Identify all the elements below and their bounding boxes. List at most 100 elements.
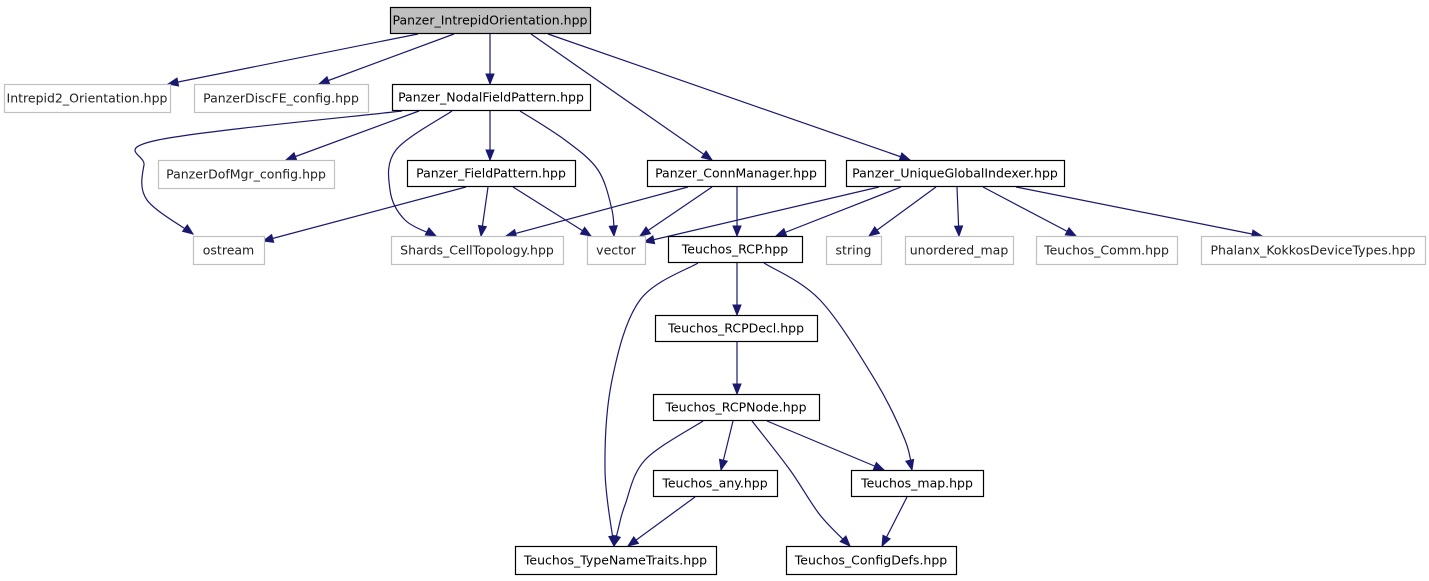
edge-teuchos_rcpnode-to-teuchos_any [718,420,734,472]
node-root[interactable]: Panzer_IntrepidOrientation.hpp [389,6,592,35]
node-label: Teuchos_Comm.hpp [1043,243,1169,258]
node-label: Shards_CellTopology.hpp [400,243,554,258]
node-box [667,235,804,264]
edge-nodal_field_pattern-to-ostream [134,110,403,235]
node-label: Teuchos_any.hpp [661,476,767,491]
edge-line [639,186,713,237]
edge-line [505,186,689,237]
node-teuchos-comm: Teuchos_Comm.hpp [1035,235,1179,266]
edge-line [627,496,696,547]
edge-teuchos_rcpnode-to-teuchos_configdefs [751,420,851,547]
node-shards-cell-topology: Shards_CellTopology.hpp [390,235,565,266]
node-label: Panzer_IntrepidOrientation.hpp [393,13,588,28]
edge-unique_global_indexer-to-teuchos_comm [982,186,1078,237]
node-vector: vector [586,235,647,266]
arrowhead-icon [700,150,714,161]
edge-teuchos_map-to-teuchos_configdefs [881,496,908,548]
edge-unique_global_indexer-to-teuchos_rcp [774,186,902,237]
node-box [825,235,883,266]
node-teuchos-rcp[interactable]: Teuchos_RCP.hpp [667,235,804,264]
node-label: Intrepid2_Orientation.hpp [7,91,168,106]
node-teuchos-rcpnode[interactable]: Teuchos_RCPNode.hpp [652,393,821,422]
arrowhead-icon [774,227,788,237]
edge-root-to-nodal_field_pattern [485,34,495,86]
node-box [389,6,592,35]
arrowhead-icon [424,226,438,237]
edge-teuchos_any-to-teuchos_typenametraits [626,496,696,547]
node-label: Phalanx_KokkosDeviceTypes.hpp [1211,243,1416,258]
arrowhead-icon [732,225,742,238]
edge-line [982,186,1077,237]
edge-conn_manager-to-vector [638,186,713,237]
node-label: Teuchos_RCPDecl.hpp [667,321,804,336]
edges-layer [134,33,1264,548]
node-box [652,393,821,422]
node-phalanx-kokkos: Phalanx_KokkosDeviceTypes.hpp [1200,235,1427,266]
arrowhead-icon [732,304,742,317]
node-nodal-field-pattern[interactable]: Panzer_NodalFieldPattern.hpp [391,83,592,112]
node-teuchos-any[interactable]: Teuchos_any.hpp [652,469,779,498]
node-box [850,469,985,498]
arrowhead-icon [638,226,652,237]
arrowhead-icon [284,151,298,161]
node-panzer-discfe-config: PanzerDiscFE_config.hpp [193,83,370,114]
edge-line [751,420,851,547]
edge-unique_global_indexer-to-unordered_map [953,186,964,238]
node-label: Panzer_UniqueGlobalIndexer.hpp [852,166,1058,181]
arrowhead-icon [181,223,195,235]
edge-line [643,186,880,243]
edge-nodal_field_pattern-to-vector [519,110,618,238]
node-box [654,314,819,343]
arrowhead-icon [881,534,891,548]
node-ostream: ostream [192,235,266,266]
edge-teuchos_rcpdecl-to-teuchos_rcpnode [732,342,742,396]
node-box [845,159,1066,188]
node-string: string [825,235,883,266]
edge-root-to-intrepid2_orientation [166,33,419,87]
node-box [1035,235,1179,266]
edge-nodal_field_pattern-to-field_pattern [485,111,495,162]
arrowhead-icon [953,225,964,238]
arrowhead-icon [626,535,640,547]
arrowhead-icon [867,225,881,237]
arrowhead-icon [839,535,851,547]
edge-field_pattern-to-ostream [261,186,467,243]
edge-line [775,186,902,237]
edge-field_pattern-to-vector [512,186,593,237]
edge-teuchos_rcp-to-teuchos_map [763,262,915,472]
edge-field_pattern-to-shards_cell_topology [477,186,489,238]
arrowhead-icon [611,534,622,548]
arrowhead-icon [718,458,729,472]
node-label: ostream [203,243,254,258]
edge-conn_manager-to-shards_cell_topology [504,186,689,238]
node-unordered-map: unordered_map [904,235,1015,266]
arrowhead-icon [898,152,912,162]
arrowhead-icon [477,224,488,238]
edge-nodal_field_pattern-to-shards_cell_topology [387,110,453,237]
node-teuchos-typenametraits[interactable]: Teuchos_TypeNameTraits.hpp [514,545,718,576]
node-field-pattern[interactable]: Panzer_FieldPattern.hpp [406,159,577,188]
node-teuchos-map[interactable]: Teuchos_map.hpp [850,469,985,498]
edge-teuchos_rcpnode-to-teuchos_typenametraits [611,420,704,548]
node-label: Panzer_NodalFieldPattern.hpp [398,90,584,105]
arrowhead-icon [1064,226,1078,237]
node-box [193,83,370,114]
node-teuchos-configdefs[interactable]: Teuchos_ConfigDefs.hpp [785,545,958,576]
arrowhead-icon [261,233,275,243]
edge-root-to-panzer_discfe_config [317,33,455,85]
nodes-layer: Panzer_IntrepidOrientation.hppIntrepid2_… [3,6,1427,576]
edge-nodal_field_pattern-to-dofmgr_config [284,110,420,161]
edge-teuchos_rcp-to-teuchos_rcpdecl [732,263,742,317]
node-box [3,83,172,114]
node-box [785,545,958,576]
node-teuchos-rcpdecl[interactable]: Teuchos_RCPDecl.hpp [654,314,819,343]
node-conn-manager[interactable]: Panzer_ConnManager.hpp [646,159,827,188]
node-box [406,159,577,188]
node-unique-global-indexer[interactable]: Panzer_UniqueGlobalIndexer.hpp [845,159,1066,188]
edge-line [285,110,420,161]
arrowhead-icon [642,234,656,245]
edge-line [868,186,937,237]
node-label: Panzer_FieldPattern.hpp [416,166,566,181]
arrowhead-icon [872,461,886,471]
